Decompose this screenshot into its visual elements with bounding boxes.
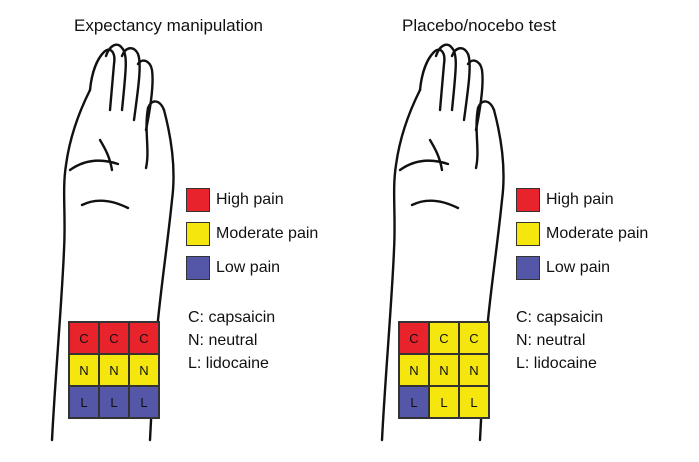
abbr-neutral: N: neutral	[516, 332, 586, 349]
panel-expectancy-manipulation: Expectancy manipulation High pain Modera…	[0, 0, 349, 462]
grid-cell: C	[69, 322, 99, 354]
legend-item-high: High pain	[186, 186, 318, 214]
grid-cell: L	[99, 386, 129, 418]
hand-illustration	[50, 43, 175, 442]
grid-cell: C	[129, 322, 159, 354]
abbr-lidocaine: L: lidocaine	[188, 355, 269, 372]
swatch-moderate	[516, 222, 540, 246]
grid-cell: L	[129, 386, 159, 418]
legend-label: Low pain	[546, 259, 611, 276]
abbreviations: C: capsaicin N: neutral L: lidocaine	[516, 306, 603, 375]
legend-item-high: High pain	[516, 186, 648, 214]
grid-cell: L	[429, 386, 459, 418]
grid-cell: C	[459, 322, 489, 354]
grid-cell: N	[99, 354, 129, 386]
panel-title: Placebo/nocebo test	[402, 16, 557, 35]
swatch-low	[516, 256, 540, 280]
grid-cell: C	[99, 322, 129, 354]
abbreviations: C: capsaicin N: neutral L: lidocaine	[188, 306, 275, 375]
grid-cell: N	[459, 354, 489, 386]
grid-cell: C	[429, 322, 459, 354]
legend-label: Moderate pain	[216, 225, 319, 242]
legend-item-moderate: Moderate pain	[516, 220, 648, 248]
legend-item-low: Low pain	[516, 254, 648, 282]
legend-label: High pain	[546, 191, 614, 208]
abbr-capsaicin: C: capsaicin	[188, 309, 276, 326]
swatch-high	[516, 188, 540, 212]
grid-cell: N	[429, 354, 459, 386]
abbr-capsaicin: C: capsaicin	[516, 309, 604, 326]
panel-placebo-nocebo-test: Placebo/nocebo test High pain Moderate p…	[340, 0, 689, 462]
legend-label: High pain	[216, 191, 284, 208]
swatch-low	[186, 256, 210, 280]
legend-item-low: Low pain	[186, 254, 318, 282]
grid-cell: L	[459, 386, 489, 418]
grid-cell: C	[399, 322, 429, 354]
grid-cell: L	[69, 386, 99, 418]
legend: High pain Moderate pain Low pain	[186, 186, 318, 288]
legend-item-moderate: Moderate pain	[186, 220, 318, 248]
grid-cell: N	[399, 354, 429, 386]
abbr-neutral: N: neutral	[188, 332, 258, 349]
legend: High pain Moderate pain Low pain	[516, 186, 648, 288]
swatch-high	[186, 188, 210, 212]
legend-label: Moderate pain	[546, 225, 649, 242]
grid-cell: N	[129, 354, 159, 386]
hand-illustration	[380, 43, 505, 442]
grid-cell: N	[69, 354, 99, 386]
panel-title: Expectancy manipulation	[74, 16, 264, 35]
swatch-moderate	[186, 222, 210, 246]
legend-label: Low pain	[216, 259, 281, 276]
grid-cell: L	[399, 386, 429, 418]
abbr-lidocaine: L: lidocaine	[516, 355, 597, 372]
